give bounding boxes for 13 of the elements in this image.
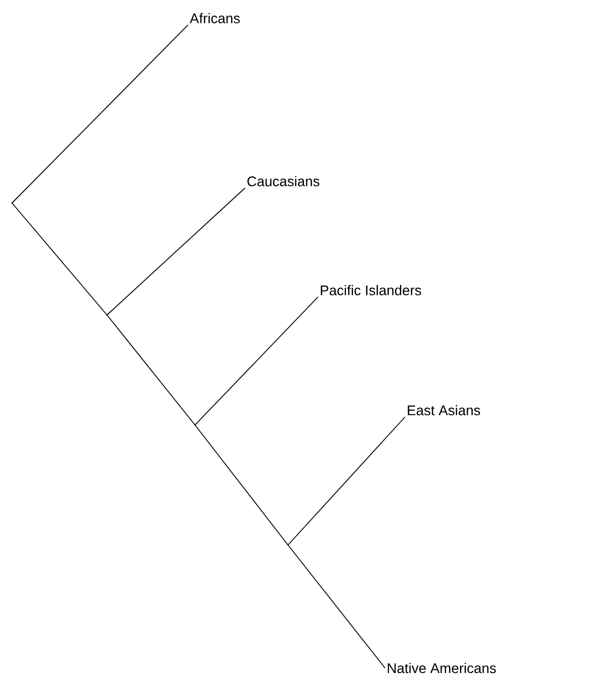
tree-branch: [194, 424, 288, 546]
tree-branch: [12, 24, 188, 204]
tree-branch: [12, 202, 108, 316]
taxon-label: Africans: [190, 13, 240, 24]
taxon-label: Pacific Islanders: [320, 285, 422, 296]
tree-branch: [106, 314, 196, 426]
tree-branch: [194, 296, 318, 426]
taxon-label: East Asians: [408, 405, 480, 416]
taxon-label: Native Americans: [388, 662, 496, 674]
tree-branch: [288, 416, 406, 546]
tree-branch: [288, 544, 386, 668]
tree-branch: [106, 188, 246, 316]
taxon-label: Caucasians: [247, 176, 320, 186]
